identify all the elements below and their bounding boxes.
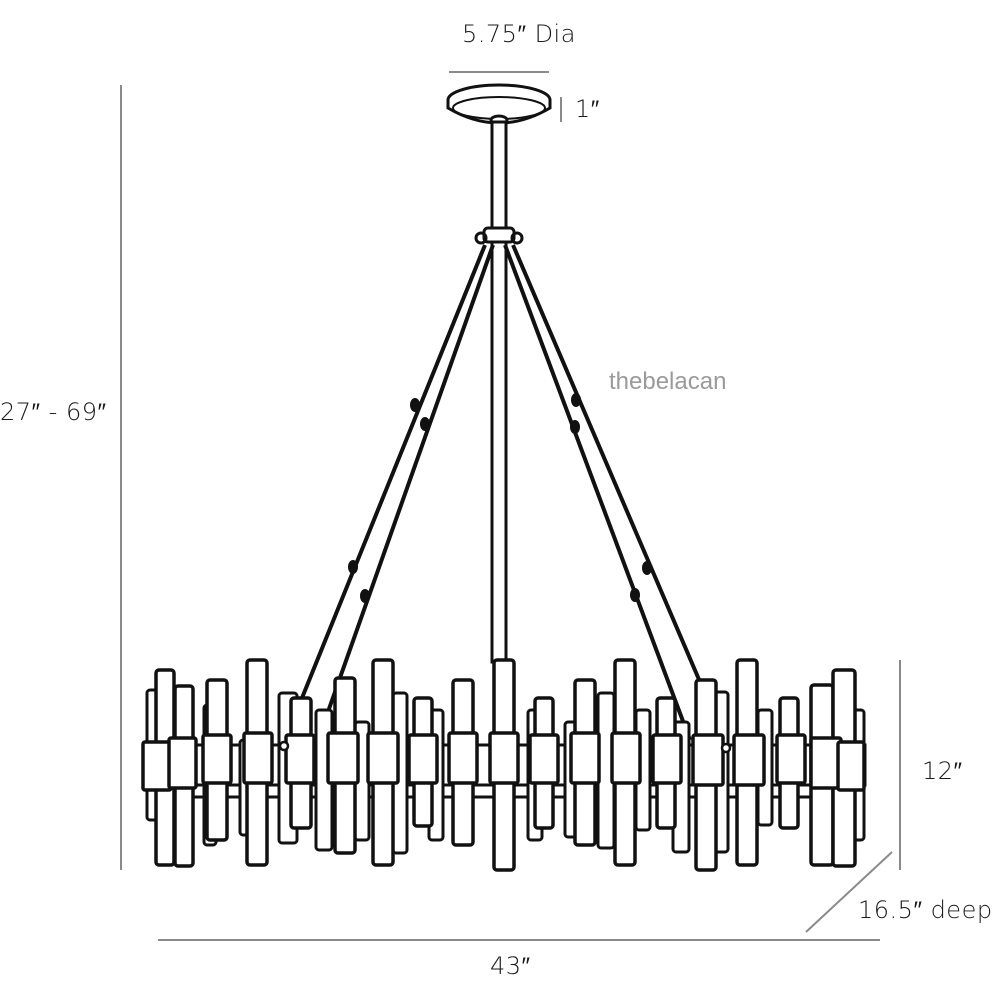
width-label: 43″ <box>490 952 531 980</box>
arm-joints <box>348 393 652 603</box>
canopy <box>446 83 552 126</box>
canopy-height-label: 1″ <box>575 95 600 123</box>
arms <box>281 244 729 746</box>
canopy-diameter-label: 5.75″ Dia <box>462 20 576 48</box>
body-height-label: 12″ <box>922 757 963 785</box>
depth-label: 16.5″ deep <box>858 896 993 924</box>
overall-height-label: 27″ - 69″ <box>0 398 107 426</box>
arm-hooks <box>278 740 732 754</box>
watermark: thebelacan <box>609 368 727 395</box>
dimension-lines <box>120 71 901 941</box>
depth-line <box>805 851 893 933</box>
downrod <box>474 120 524 664</box>
glass-collars <box>141 731 866 792</box>
